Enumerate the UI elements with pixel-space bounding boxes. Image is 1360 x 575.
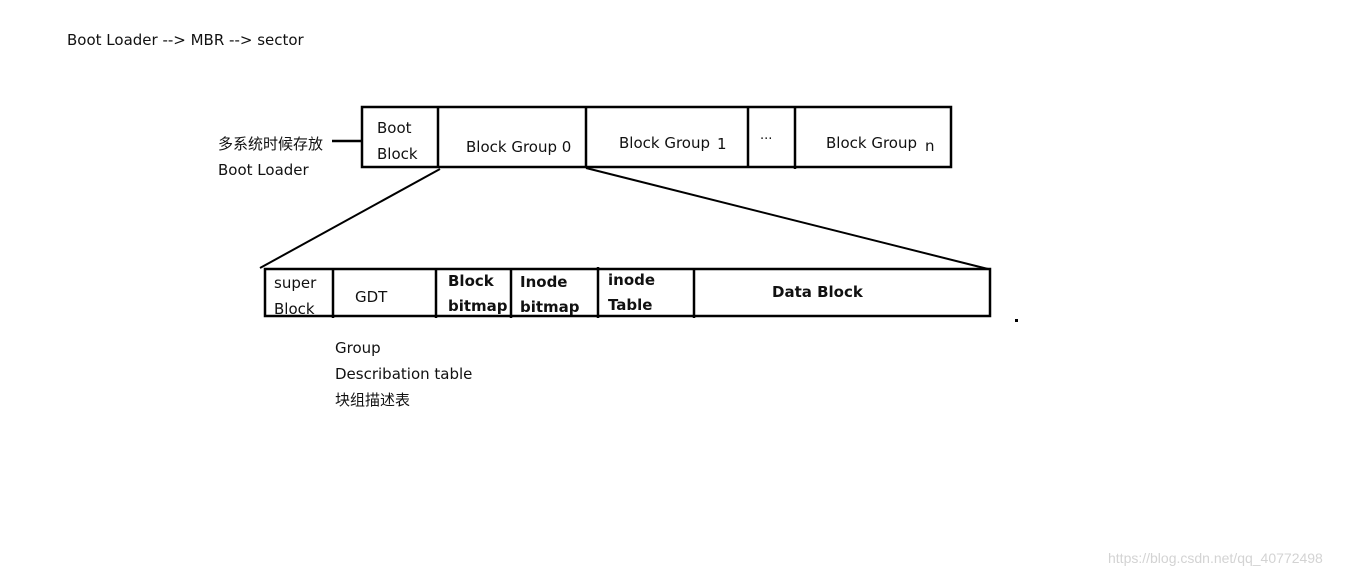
block-group-1-label: Block Group: [619, 134, 711, 152]
block-group-0-label: Block Group 0: [466, 138, 572, 156]
expand-line-right: [585, 167, 989, 270]
boot-block-line2: Block: [377, 145, 418, 163]
header-title: Boot Loader --> MBR --> sector: [67, 31, 304, 49]
side-note-line1: 多系统时候存放: [218, 135, 324, 153]
block-bitmap-line1: Block: [448, 272, 494, 290]
inode-table-line2: Table: [608, 296, 653, 314]
top-row-frame: [360, 105, 953, 169]
super-block-line1: super: [274, 274, 317, 292]
gdt-note-line1: Group: [335, 339, 381, 357]
block-group-ellipsis: ···: [760, 132, 773, 147]
block-group-n-label: Block Group: [826, 134, 918, 152]
block-group-1-index: 1: [717, 135, 727, 153]
expand-line-left: [259, 168, 441, 269]
boot-block-line1: Boot: [377, 119, 412, 137]
super-block-line2: Block: [274, 300, 315, 318]
gdt-note-line2: Describation table: [335, 365, 473, 383]
side-note-line2: Boot Loader: [218, 161, 309, 179]
inode-table-line1: inode: [608, 271, 656, 289]
inode-bitmap-line2: bitmap: [520, 298, 580, 316]
detail-row-frame: [263, 267, 992, 318]
gdt-label: GDT: [355, 288, 388, 306]
gdt-note-line3: 块组描述表: [335, 391, 411, 409]
watermark-text: https://blog.csdn.net/qq_40772498: [1108, 550, 1323, 566]
data-block-label: Data Block: [772, 283, 863, 301]
block-group-n-index: n: [925, 137, 935, 155]
block-bitmap-line2: bitmap: [448, 297, 508, 315]
stray-dot: [1015, 319, 1018, 322]
inode-bitmap-line1: Inode: [520, 273, 568, 291]
